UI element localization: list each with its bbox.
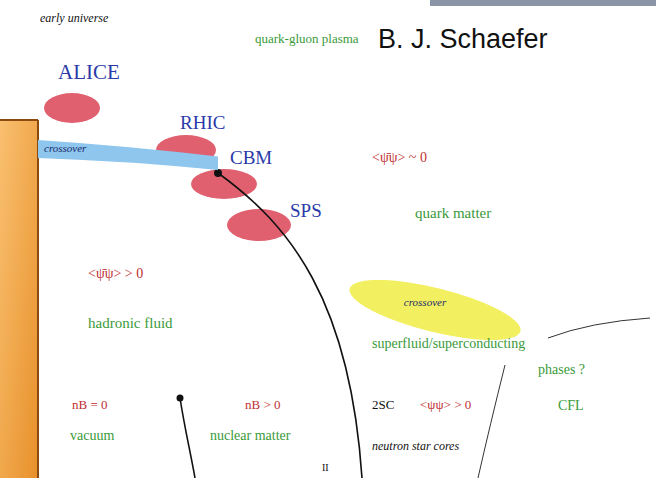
experiment-name: SPS	[290, 200, 322, 222]
endpoint	[177, 395, 184, 402]
panel-edge	[37, 120, 39, 478]
phase-name: vacuum	[70, 428, 114, 444]
phase-line	[548, 318, 650, 338]
node-label: crossover	[404, 296, 446, 308]
experiment-name: CBM	[230, 147, 272, 169]
node-shape	[345, 280, 525, 340]
critical-point	[214, 169, 222, 177]
region-note: early universe	[40, 12, 108, 26]
phase-name: phases ?	[538, 362, 585, 378]
phase-name: CFL	[558, 398, 584, 414]
phase-name: nuclear matter	[210, 428, 290, 444]
orange-panel	[0, 120, 38, 478]
phase-name: 2SC	[372, 398, 394, 413]
author-name: B. J. Schaefer	[378, 24, 548, 55]
phase-name: superfluid/superconducting	[372, 336, 525, 352]
phase-name: quark matter	[415, 205, 491, 222]
page-number: II	[322, 462, 329, 474]
node-label: crossover	[44, 142, 86, 154]
density-label: nB = 0	[72, 398, 108, 413]
alice-region	[44, 93, 100, 123]
crossover-region: crossover	[345, 280, 525, 340]
slide-bar	[430, 0, 656, 6]
phase-name: hadronic fluid	[88, 315, 173, 332]
condensate-label: <ψψ> > 0	[420, 398, 471, 413]
condensate-label: <ψ̄ψ> > 0	[88, 266, 143, 282]
liquid-gas-line	[180, 398, 195, 478]
experiment-name: ALICE	[58, 60, 120, 84]
phase-name: quark-gluon plasma	[255, 32, 359, 47]
region-note: neutron star cores	[372, 440, 459, 454]
phase-line	[478, 365, 505, 478]
experiment-name: RHIC	[180, 112, 225, 134]
cbm-region	[191, 169, 257, 199]
sps-region	[227, 209, 291, 241]
condensate-label: <ψ̄ψ> ~ 0	[372, 150, 427, 166]
crossover-band: crossover	[38, 140, 218, 170]
density-label: nB > 0	[245, 398, 281, 413]
panel-edge	[0, 119, 38, 121]
